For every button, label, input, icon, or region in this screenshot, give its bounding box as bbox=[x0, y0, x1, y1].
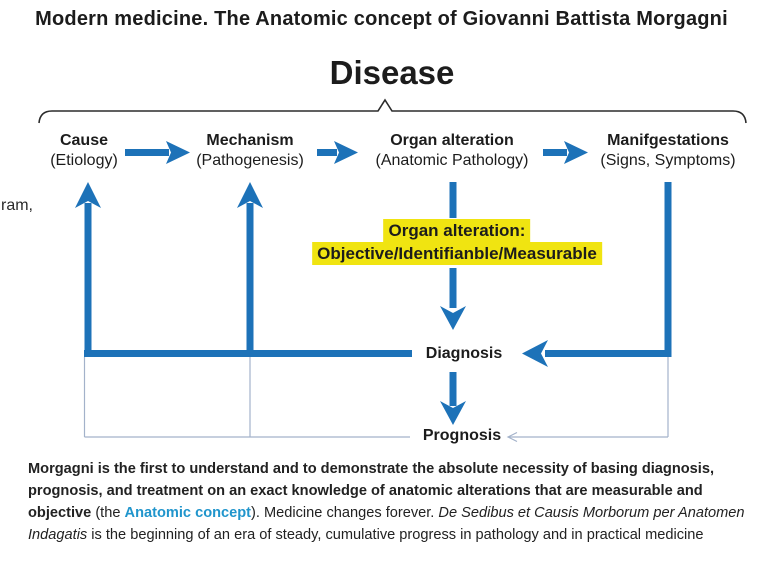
mechanism-sublabel: (Pathogenesis) bbox=[196, 152, 304, 169]
organ-alteration-highlight: Organ alteration: Objective/Identifianbl… bbox=[312, 219, 602, 265]
arrow-highlight-to-diagnosis bbox=[440, 268, 466, 330]
prognosis-feedback-lines bbox=[83, 357, 669, 443]
node-mechanism: Mechanism (Pathogenesis) bbox=[196, 131, 304, 171]
footer-regular-2: ). Medicine changes forever. bbox=[251, 505, 439, 521]
prognosis-label: Prognosis bbox=[422, 427, 502, 444]
arrow-manifestations-to-diagnosis bbox=[522, 340, 671, 367]
arrow-up-to-mechanism bbox=[237, 182, 263, 357]
node-manifestations: Manifgestations (Signs, Symptoms) bbox=[600, 131, 735, 171]
left-edge-text-fragment: ram, bbox=[1, 197, 33, 214]
organ-alteration-label: Organ alteration bbox=[390, 132, 514, 149]
highlight-line1: Organ alteration: bbox=[383, 219, 531, 242]
footer-paragraph: Morgagni is the first to understand and … bbox=[28, 458, 755, 546]
footer-bold-text: Morgagni is the first to understand and … bbox=[28, 461, 714, 521]
manifestations-down-line bbox=[664, 182, 672, 357]
arrow-mechanism-to-organ bbox=[317, 141, 358, 164]
slide-title: Modern medicine. The Anatomic concept of… bbox=[35, 8, 728, 30]
arrow-up-to-cause bbox=[75, 182, 101, 357]
footer-regular-3: is the beginning of an era of steady, cu… bbox=[87, 527, 704, 543]
thin-arrowhead-to-prognosis bbox=[506, 431, 518, 443]
node-cause: Cause (Etiology) bbox=[50, 131, 118, 171]
manifestations-label: Manifgestations bbox=[607, 132, 729, 149]
disease-heading: Disease bbox=[329, 54, 455, 91]
cause-sublabel: (Etiology) bbox=[50, 152, 118, 169]
arrow-organ-to-manifestations bbox=[543, 141, 588, 164]
mechanism-label: Mechanism bbox=[206, 132, 294, 149]
organ-to-highlight-line bbox=[449, 182, 457, 218]
footer-italic-text: De Sedibus et Causis Morborum per Anatom… bbox=[28, 505, 745, 543]
node-organ-alteration: Organ alteration (Anatomic Pathology) bbox=[376, 131, 529, 171]
highlight-line2: Objective/Identifianble/Measurable bbox=[312, 242, 602, 265]
manifestations-sublabel: (Signs, Symptoms) bbox=[600, 152, 736, 169]
disease-brace bbox=[38, 98, 747, 124]
footer-regular-1: (the bbox=[91, 505, 125, 521]
arrow-cause-to-mechanism bbox=[125, 141, 190, 164]
arrow-diagnosis-to-prognosis bbox=[440, 372, 466, 425]
organ-alteration-sublabel: (Anatomic Pathology) bbox=[375, 152, 529, 169]
cause-label: Cause bbox=[59, 132, 109, 149]
diagnosis-label: Diagnosis bbox=[425, 345, 503, 362]
diagnosis-left-line bbox=[84, 350, 412, 357]
footer-accent-text: Anatomic concept bbox=[124, 505, 252, 521]
